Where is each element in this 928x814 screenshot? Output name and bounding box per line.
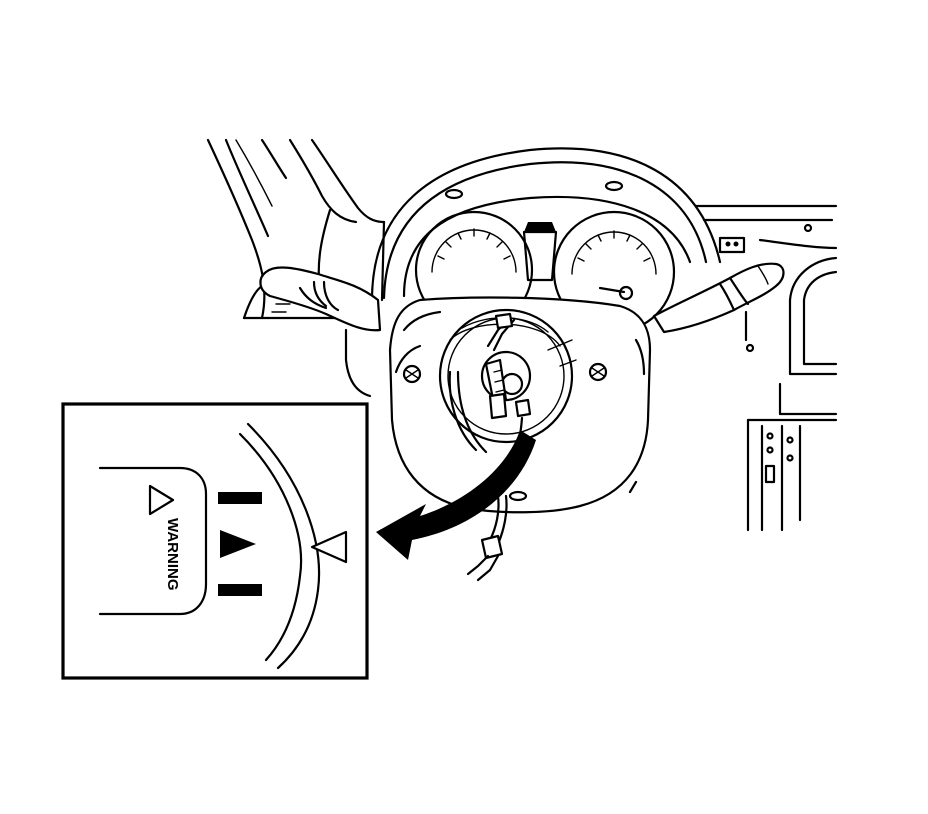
- index-mark-icon: [218, 584, 262, 596]
- detail-inset: WARNING: [61, 402, 369, 680]
- alignment-arrow-icon: [220, 530, 256, 558]
- wiper-stalk: [652, 262, 785, 334]
- warning-triangle-icon: [148, 484, 175, 516]
- warning-label: WARNING: [164, 518, 181, 591]
- alignment-arrow-icon: [310, 530, 348, 564]
- instrument-panel-right: [694, 204, 838, 532]
- direction-arrow-icon: [376, 430, 536, 560]
- index-mark-icon: [218, 492, 262, 504]
- clockspring: [438, 308, 577, 582]
- instrument-cluster: [370, 147, 722, 334]
- turn-signal-stalk: [259, 266, 382, 332]
